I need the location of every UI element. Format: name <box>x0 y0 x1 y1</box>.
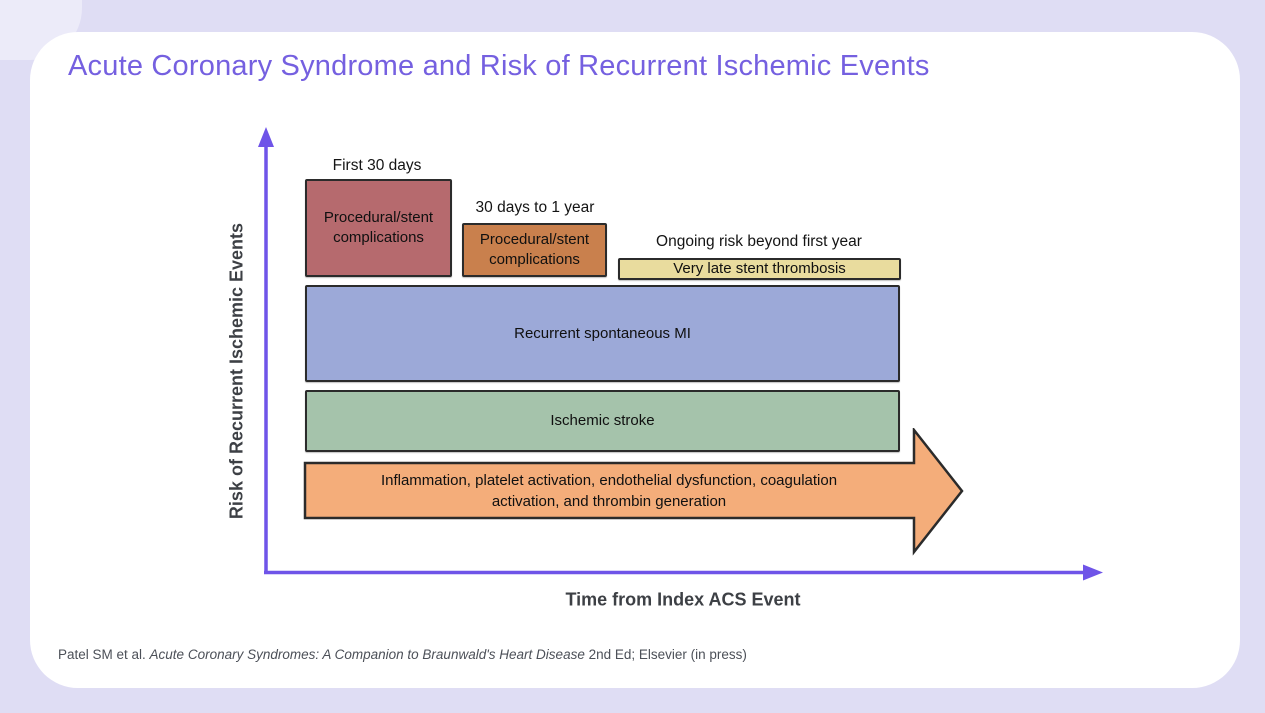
band-recurrent-spontaneous-mi: Recurrent spontaneous MI <box>305 285 900 382</box>
process-arrow <box>303 428 964 556</box>
period-label-ongoing-risk: Ongoing risk beyond first year <box>656 233 862 250</box>
band-ischemic-stroke: Ischemic stroke <box>305 390 900 452</box>
period-label-first-30-days: First 30 days <box>332 157 422 174</box>
band-very-late-stent-thrombosis: Very late stent thrombosis <box>618 258 901 280</box>
period-label-30-days-to-1-year: 30 days to 1 year <box>475 199 595 216</box>
process-arrow-shape <box>303 428 964 556</box>
citation-prefix: Patel SM et al. <box>58 647 150 662</box>
process-arrow-label-line2: activation, and thrombin generation <box>491 492 727 510</box>
page-title: Acute Coronary Syndrome and Risk of Recu… <box>68 50 930 82</box>
x-axis-label: Time from Index ACS Event <box>565 589 801 610</box>
citation-book-title: Acute Coronary Syndromes: A Companion to… <box>149 647 585 662</box>
process-arrow-label-line1: Inflammation, platelet activation, endot… <box>380 471 838 489</box>
band-procedural-stent-first-30-days: Procedural/stent complications <box>305 179 452 277</box>
band-procedural-stent-30-days-to-1-year: Procedural/stent complications <box>462 223 607 277</box>
citation: Patel SM et al. Acute Coronary Syndromes… <box>58 647 747 662</box>
citation-suffix: 2nd Ed; Elsevier (in press) <box>584 647 747 662</box>
process-arrow-label: Inflammation, platelet activation, endot… <box>320 463 898 518</box>
y-axis-label: Risk of Recurrent Ischemic Events <box>226 222 247 520</box>
